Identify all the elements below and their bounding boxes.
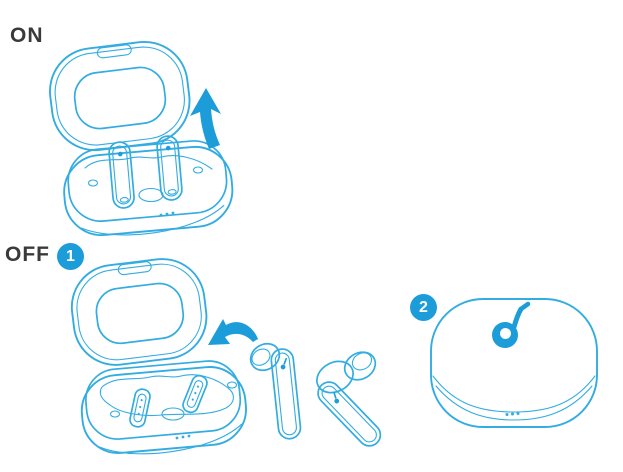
earbuds-pair-illustration xyxy=(249,342,382,447)
soundcore-logo-icon xyxy=(165,145,171,151)
open-case-empty-illustration xyxy=(70,258,247,455)
led-indicator-dots xyxy=(505,412,520,416)
led-indicator-dots xyxy=(175,434,191,440)
lid-notch xyxy=(117,261,152,276)
case-base xyxy=(63,140,234,237)
case-button xyxy=(161,407,185,421)
case-button xyxy=(138,187,164,203)
closed-case-illustration xyxy=(430,298,598,428)
case-lid xyxy=(49,40,191,152)
left-earbud-in-case xyxy=(108,141,135,209)
right-earbud-slot xyxy=(182,374,208,414)
soundcore-logo-icon xyxy=(334,398,340,404)
left-earbud-slot xyxy=(129,388,151,428)
led-indicator-dots xyxy=(159,211,175,217)
lid-notch xyxy=(96,44,132,59)
soundcore-logo-icon xyxy=(280,364,286,370)
case-outline xyxy=(430,298,598,428)
case-seam-line xyxy=(432,375,596,413)
left-earbud xyxy=(249,342,302,440)
case-seam-line xyxy=(435,385,593,421)
step-1-badge: 1 xyxy=(57,243,84,270)
ear-tip xyxy=(249,342,281,372)
ear-tip xyxy=(343,351,377,381)
open-case-with-earbuds-illustration xyxy=(49,40,234,237)
off-label: OFF xyxy=(5,243,50,266)
up-arrow-icon xyxy=(190,88,221,149)
step-2-badge: 2 xyxy=(410,294,437,321)
curved-arrow-icon xyxy=(208,319,258,345)
on-label: ON xyxy=(10,24,44,47)
soundcore-logo-icon xyxy=(492,301,531,348)
case-base xyxy=(80,360,247,455)
right-earbud-in-case xyxy=(156,135,183,201)
case-lid xyxy=(70,258,208,366)
right-earbud xyxy=(316,351,382,447)
soundcore-logo-icon xyxy=(117,151,123,157)
